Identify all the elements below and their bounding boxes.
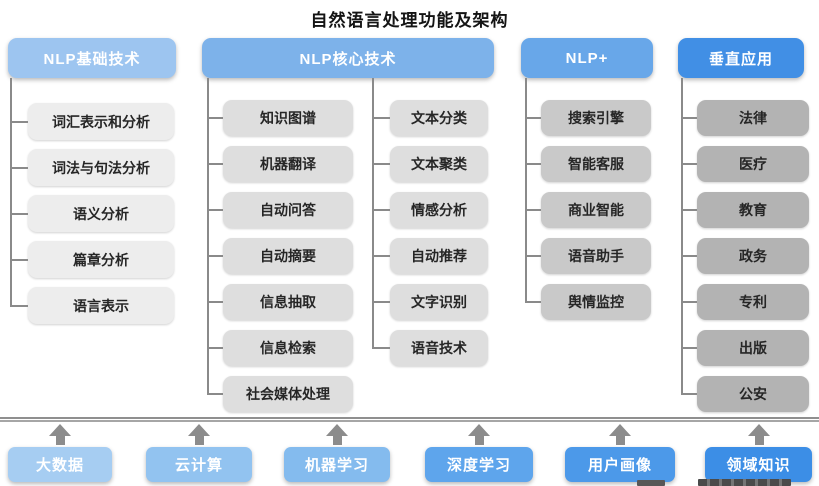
item-box: 法律 [681, 100, 809, 136]
nlp-plus-items: 搜索引擎 智能客服 商业智能 语音助手 舆情监控 [525, 100, 651, 320]
item-box: 公安 [681, 376, 809, 412]
foundation-box: 深度学习 [425, 447, 533, 482]
item-box: 词汇表示和分析 [10, 103, 174, 140]
up-arrow-icon [326, 424, 348, 445]
item-box: 篇章分析 [10, 241, 174, 278]
item-box: 智能客服 [525, 146, 651, 182]
header-vertical-apps: 垂直应用 [678, 38, 804, 78]
item-box: 情感分析 [372, 192, 488, 228]
foundation-box: 用户画像 [565, 447, 675, 482]
page-title: 自然语言处理功能及架构 [310, 11, 509, 30]
item-box: 自动摘要 [207, 238, 353, 274]
tree-connector-line [681, 78, 683, 394]
foundation-box: 领域知识 [705, 447, 812, 482]
tree-connector-line [525, 78, 527, 302]
item-box: 舆情监控 [525, 284, 651, 320]
item-box: 文字识别 [372, 284, 488, 320]
item-box: 信息抽取 [207, 284, 353, 320]
up-arrow-icon [609, 424, 631, 445]
item-box: 商业智能 [525, 192, 651, 228]
foundation-box: 机器学习 [284, 447, 390, 482]
item-box: 文本聚类 [372, 146, 488, 182]
up-arrow-icon [748, 424, 770, 445]
item-box: 专利 [681, 284, 809, 320]
foundation-box: 云计算 [146, 447, 252, 482]
tree-connector-line [10, 78, 12, 306]
item-box: 自动推荐 [372, 238, 488, 274]
vertical-app-items: 法律 医疗 教育 政务 专利 出版 公安 [681, 100, 809, 412]
basic-tech-items: 词汇表示和分析 词法与句法分析 语义分析 篇章分析 语言表示 [10, 103, 174, 324]
item-box: 社会媒体处理 [207, 376, 353, 412]
watermark-fragment [637, 480, 665, 486]
item-box: 词法与句法分析 [10, 149, 174, 186]
tree-connector-line [372, 78, 374, 348]
item-box: 语言表示 [10, 287, 174, 324]
item-box: 语音助手 [525, 238, 651, 274]
header-nlp-basic-tech: NLP基础技术 [8, 38, 176, 78]
item-box: 教育 [681, 192, 809, 228]
core-tech-items-left: 知识图谱 机器翻译 自动问答 自动摘要 信息抽取 信息检索 社会媒体处理 [207, 100, 353, 412]
up-arrow-icon [49, 424, 71, 445]
item-box: 机器翻译 [207, 146, 353, 182]
header-nlp-core-tech: NLP核心技术 [202, 38, 494, 78]
item-box: 语义分析 [10, 195, 174, 232]
up-arrow-icon [188, 424, 210, 445]
item-box: 信息检索 [207, 330, 353, 366]
item-box: 自动问答 [207, 192, 353, 228]
item-box: 搜索引擎 [525, 100, 651, 136]
separator-line [0, 417, 819, 422]
item-box: 语音技术 [372, 330, 488, 366]
item-box: 知识图谱 [207, 100, 353, 136]
foundation-box: 大数据 [8, 447, 112, 482]
up-arrow-icon [468, 424, 490, 445]
core-tech-items-right: 文本分类 文本聚类 情感分析 自动推荐 文字识别 语音技术 [372, 100, 488, 366]
item-box: 政务 [681, 238, 809, 274]
item-box: 文本分类 [372, 100, 488, 136]
item-box: 出版 [681, 330, 809, 366]
item-box: 医疗 [681, 146, 809, 182]
header-nlp-plus: NLP+ [521, 38, 653, 78]
tree-connector-line [207, 78, 209, 394]
watermark-fragment [698, 479, 791, 486]
